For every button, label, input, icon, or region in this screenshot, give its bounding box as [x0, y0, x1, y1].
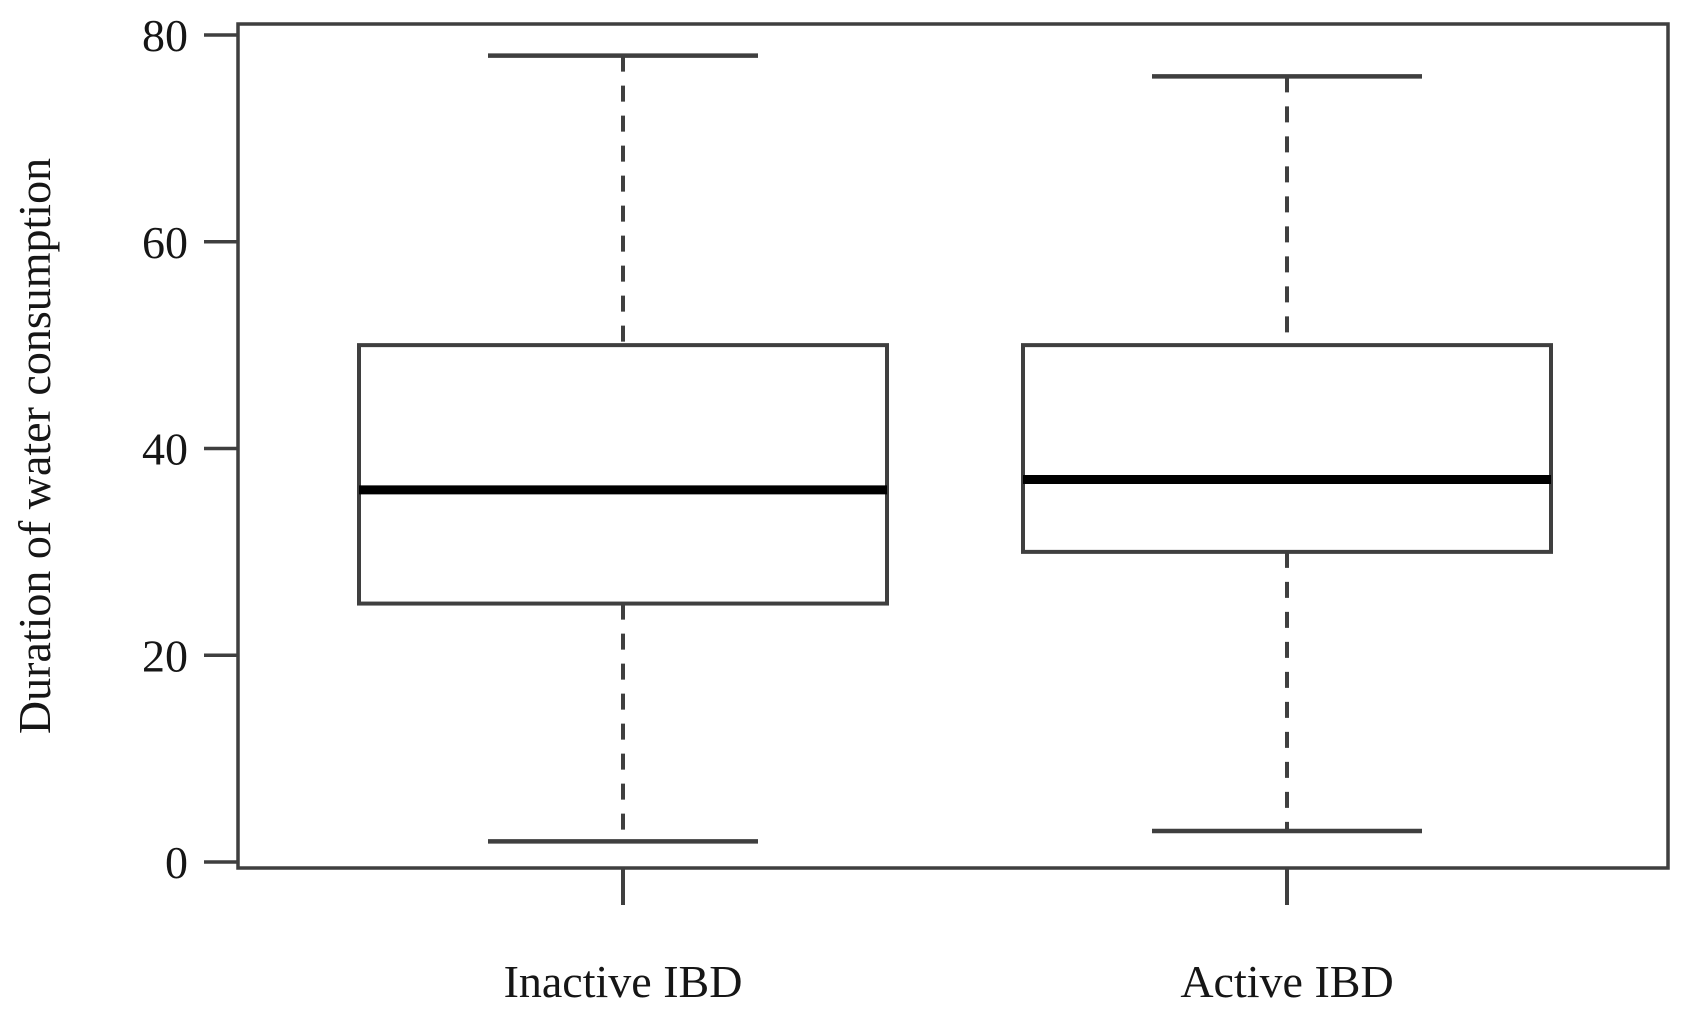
box-rect: [1021, 343, 1553, 554]
y-tick-label: 80: [142, 10, 188, 61]
y-axis: 0 20 40 60 80: [142, 10, 238, 888]
y-tick-label: 20: [142, 630, 188, 681]
plot-frame: [236, 22, 1670, 870]
x-axis: Inactive IBD Active IBD: [504, 868, 1394, 1007]
y-axis-label: Duration of water consumption: [9, 158, 60, 734]
box-rect: [357, 343, 889, 606]
y-tick-label: 60: [142, 217, 188, 268]
category-label: Inactive IBD: [504, 956, 743, 1007]
category-label: Active IBD: [1180, 956, 1393, 1007]
y-tick-label: 0: [165, 837, 188, 888]
y-tick-label: 40: [142, 424, 188, 475]
boxes-layer: [357, 53, 1553, 844]
